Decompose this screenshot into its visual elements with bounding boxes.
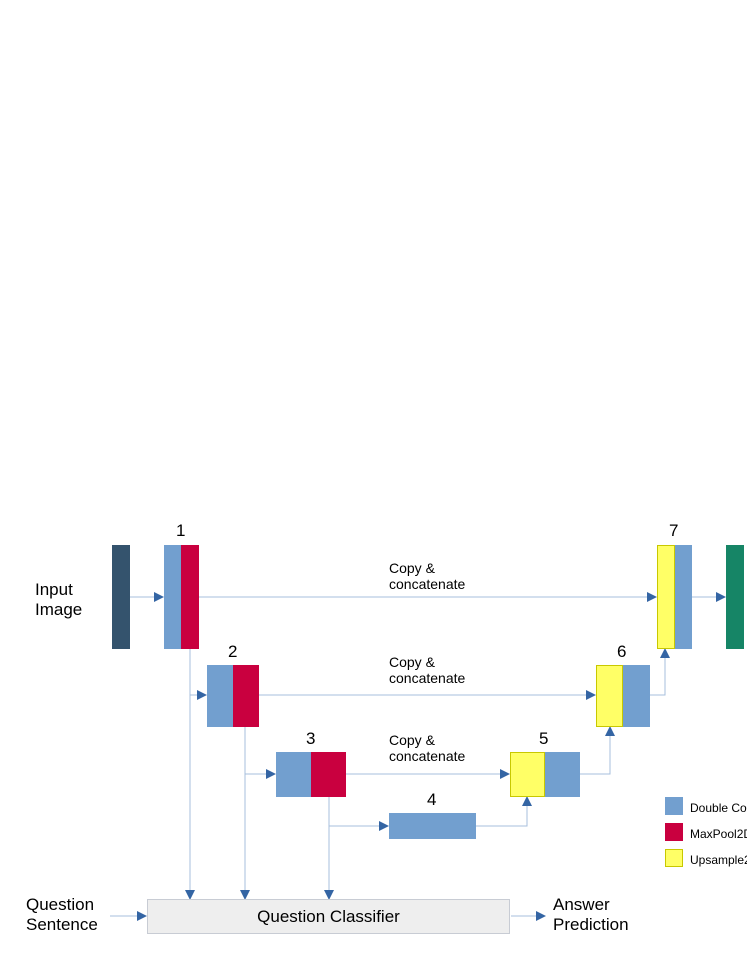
block-3-pool bbox=[311, 752, 346, 797]
block-7-upsample bbox=[657, 545, 675, 649]
block-6-number: 6 bbox=[617, 642, 627, 661]
block-3-conv bbox=[276, 752, 311, 797]
skip-label-top: Copy & concatenate bbox=[389, 560, 466, 592]
legend-label-upsample: Upsample2 bbox=[690, 853, 747, 867]
block-3-number: 3 bbox=[306, 729, 316, 748]
block-5-upsample bbox=[510, 752, 545, 797]
block-5-number: 5 bbox=[539, 729, 549, 748]
legend-label-conv: Double Co bbox=[690, 801, 747, 815]
legend-swatch-upsample bbox=[665, 849, 683, 867]
block-7-number: 7 bbox=[669, 521, 679, 540]
block-5-conv bbox=[545, 752, 580, 797]
block-1-conv bbox=[164, 545, 181, 649]
block-1-number: 1 bbox=[176, 521, 186, 540]
input-image-label: Input Image bbox=[35, 580, 83, 619]
block-4-number: 4 bbox=[427, 790, 437, 809]
block-2-number: 2 bbox=[228, 642, 238, 661]
block-7-conv bbox=[675, 545, 692, 649]
block-1-pool bbox=[181, 545, 199, 649]
skip-label-low: Copy & concatenate bbox=[389, 732, 466, 764]
block-6-upsample bbox=[596, 665, 623, 727]
legend-swatch-pool bbox=[665, 823, 683, 841]
block-6-conv bbox=[623, 665, 650, 727]
block-4-conv bbox=[389, 813, 476, 839]
output-bar bbox=[726, 545, 744, 649]
block-2-conv bbox=[207, 665, 233, 727]
legend-swatch-conv bbox=[665, 797, 683, 815]
skip-label-mid: Copy & concatenate bbox=[389, 654, 466, 686]
question-classifier-box: Question Classifier bbox=[147, 899, 510, 934]
input-image-bar bbox=[112, 545, 130, 649]
block-2-pool bbox=[233, 665, 259, 727]
question-classifier-label: Question Classifier bbox=[257, 906, 400, 926]
answer-prediction-label: Answer Prediction bbox=[553, 895, 629, 934]
legend-label-pool: MaxPool2D bbox=[690, 827, 747, 841]
question-sentence-label: Question Sentence bbox=[26, 895, 98, 934]
